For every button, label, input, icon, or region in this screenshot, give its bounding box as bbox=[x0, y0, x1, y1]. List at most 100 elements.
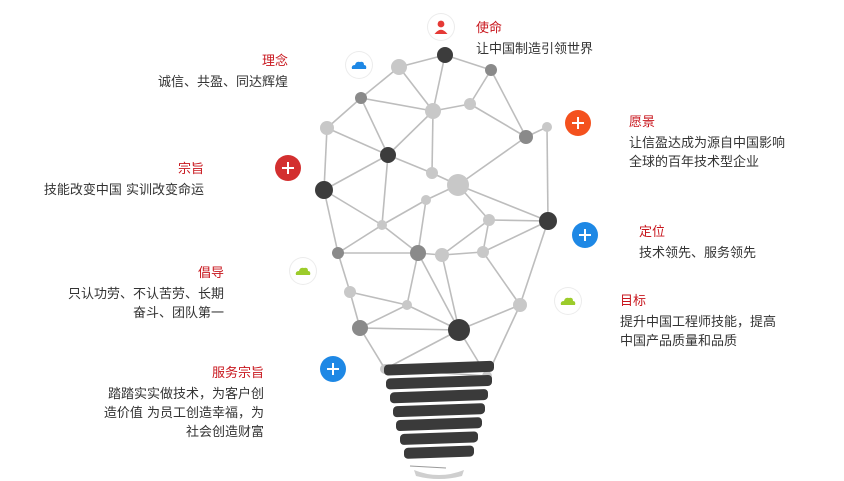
concept-line-1: 诚信、共盈、同达辉煌 bbox=[157, 75, 288, 90]
network-edge bbox=[482, 220, 549, 253]
screw-thread bbox=[384, 360, 494, 376]
network-node bbox=[513, 298, 527, 312]
vision-line-1: 让信盈达成为源自中国影响 bbox=[629, 136, 786, 151]
network-edge bbox=[417, 252, 460, 331]
network-edge bbox=[349, 291, 408, 306]
network-edge bbox=[326, 127, 389, 156]
screw-thread bbox=[386, 374, 492, 390]
network-node bbox=[402, 300, 412, 310]
advocacy-title: 倡导 bbox=[197, 266, 224, 281]
goal-line-2: 中国产品质量和品质 bbox=[620, 334, 738, 349]
service-line-2: 造价值 为员工创造幸福，为 bbox=[103, 406, 264, 421]
network-nodes bbox=[315, 47, 557, 381]
purpose-line-1: 技能改变中国 实训改变命运 bbox=[43, 183, 204, 198]
vision-title: 愿景 bbox=[629, 115, 656, 130]
network-edge bbox=[360, 66, 400, 99]
bulb-tip bbox=[414, 470, 464, 479]
network-node bbox=[447, 174, 469, 196]
position-line-1: 技术领先、服务领先 bbox=[639, 246, 757, 261]
goal-line-1: 提升中国工程师技能，提高 bbox=[620, 315, 777, 330]
network-edge bbox=[323, 127, 328, 191]
network-node bbox=[315, 181, 333, 199]
network-edge bbox=[360, 97, 434, 112]
screw-thread bbox=[396, 417, 482, 432]
network-node bbox=[355, 92, 367, 104]
network-edge bbox=[387, 110, 434, 156]
network-node bbox=[483, 214, 495, 226]
network-edge bbox=[381, 154, 389, 226]
network-edge bbox=[406, 252, 419, 306]
network-node bbox=[377, 220, 387, 230]
network-edge bbox=[323, 189, 339, 254]
network-edge bbox=[337, 224, 383, 254]
network-node bbox=[425, 103, 441, 119]
screw-thread bbox=[400, 431, 478, 445]
network-node bbox=[477, 246, 489, 258]
concept-cloud-icon bbox=[346, 52, 372, 78]
position-block: 定位 技术领先、服务领先 bbox=[639, 223, 756, 263]
screw-highlight bbox=[409, 465, 447, 469]
advocacy-cloud-icon bbox=[290, 258, 316, 284]
network-edge bbox=[360, 97, 389, 156]
network-node bbox=[352, 320, 368, 336]
bulb-screw-base bbox=[384, 360, 494, 479]
network-edge bbox=[546, 126, 549, 222]
network-edge bbox=[359, 327, 386, 370]
mission-person-icon bbox=[428, 14, 454, 40]
network-edge bbox=[490, 69, 527, 138]
network-edge bbox=[381, 199, 427, 226]
mission-title: 使命 bbox=[476, 21, 503, 36]
network-node bbox=[464, 98, 476, 110]
vision-block: 愿景 让信盈达成为源自中国影响 全球的百年技术型企业 bbox=[629, 113, 785, 172]
network-edge bbox=[359, 304, 408, 329]
network-edge bbox=[441, 254, 460, 331]
network-edge bbox=[326, 97, 362, 129]
network-node bbox=[391, 59, 407, 75]
network-node bbox=[320, 121, 334, 135]
network-edge bbox=[519, 220, 549, 306]
network-edge bbox=[398, 66, 434, 112]
network-edge bbox=[444, 54, 492, 71]
network-node bbox=[519, 130, 533, 144]
network-edge bbox=[432, 54, 446, 112]
network-node bbox=[410, 245, 426, 261]
mission-block: 使命 让中国制造引领世界 bbox=[476, 19, 593, 59]
network-edge bbox=[323, 189, 383, 226]
network-edge bbox=[417, 199, 427, 254]
advocacy-block: 倡导 只认功劳、不认苦劳、长期 奋斗、团队第一 bbox=[68, 264, 224, 323]
goal-title: 目标 bbox=[620, 294, 647, 309]
vision-line-2: 全球的百年技术型企业 bbox=[629, 155, 760, 170]
network-edge bbox=[359, 327, 460, 331]
network-edge bbox=[457, 136, 527, 186]
network-node bbox=[539, 212, 557, 230]
concept-block: 理念 诚信、共盈、同达辉煌 bbox=[158, 52, 288, 92]
position-title: 定位 bbox=[639, 225, 666, 240]
network-node bbox=[542, 122, 552, 132]
goal-block: 目标 提升中国工程师技能，提高 中国产品质量和品质 bbox=[620, 292, 776, 351]
network-edge bbox=[469, 103, 527, 138]
network-node bbox=[448, 319, 470, 341]
screw-thread bbox=[404, 445, 474, 459]
network-node bbox=[437, 47, 453, 63]
network-edge bbox=[337, 252, 351, 293]
screw-thread bbox=[390, 389, 488, 404]
network-edge bbox=[482, 251, 521, 306]
screw-thread bbox=[393, 403, 485, 418]
purpose-plus-icon bbox=[275, 155, 301, 181]
service-plus-icon bbox=[320, 356, 346, 382]
network-edge bbox=[323, 154, 389, 191]
concept-title: 理念 bbox=[261, 54, 288, 69]
vision-plus-icon bbox=[565, 110, 591, 136]
network-edge bbox=[441, 219, 490, 256]
service-block: 服务宗旨 踏踏实实做技术，为客户创 造价值 为员工创造幸福，为 社会创造财富 bbox=[104, 364, 264, 442]
network-node bbox=[435, 248, 449, 262]
network-node bbox=[344, 286, 356, 298]
network-edge bbox=[457, 184, 549, 222]
network-node bbox=[332, 247, 344, 259]
purpose-block: 宗旨 技能改变中国 实训改变命运 bbox=[44, 160, 204, 200]
network-edge bbox=[384, 329, 460, 370]
advocacy-line-2: 奋斗、团队第一 bbox=[132, 306, 224, 321]
advocacy-line-1: 只认功劳、不认苦劳、长期 bbox=[67, 287, 224, 302]
position-plus-icon bbox=[572, 222, 598, 248]
